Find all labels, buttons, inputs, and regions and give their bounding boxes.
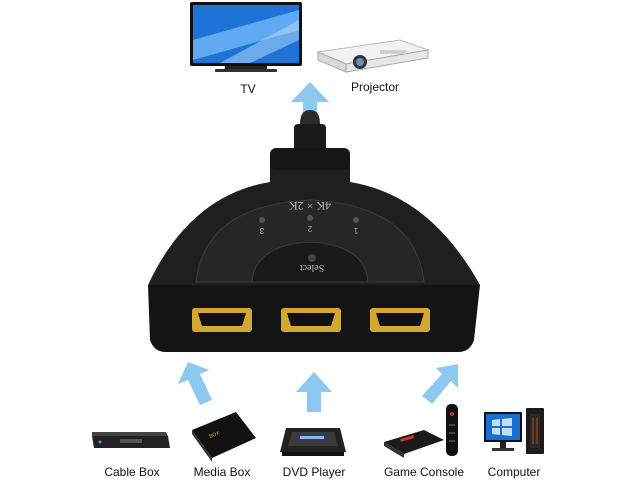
tv-label: TV [240,82,256,96]
port-number-3: 3 [259,226,265,235]
port-number-2: 2 [307,224,313,233]
dvd-player-label: DVD Player [282,465,346,479]
computer-label: Computer [487,465,541,479]
media-box-label: Media Box [193,465,251,479]
game-console-label: Game Console [383,465,465,479]
port-number-1: 1 [353,226,359,235]
select-label: Select [299,262,325,273]
svg-text:BOX: BOX [209,430,222,440]
switch-brand-text: 4K × 2K [288,199,332,213]
cable-box-label: Cable Box [104,465,160,479]
projector-label: Projector [350,80,400,94]
